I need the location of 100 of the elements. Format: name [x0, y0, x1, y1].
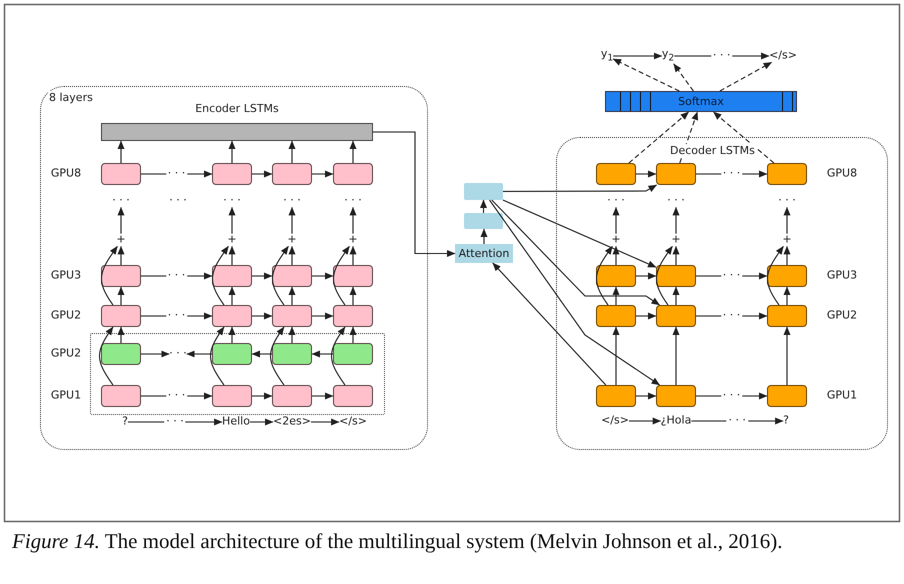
- lstm-cell: [596, 385, 636, 407]
- ellipsis: · · ·: [607, 194, 625, 208]
- arrow: [612, 326, 620, 385]
- arrow: [288, 140, 296, 163]
- arrow: [333, 246, 350, 306]
- arrow: [636, 312, 656, 320]
- input-token: ?: [783, 414, 789, 428]
- arrow: [118, 326, 124, 343]
- input-token: <2es>: [273, 416, 311, 428]
- arrow: [784, 206, 790, 234]
- lstm-cell: [656, 265, 696, 287]
- arrow: [252, 170, 272, 178]
- lstm-cell: [767, 265, 807, 287]
- arrow: [312, 272, 334, 280]
- arrow: [636, 272, 656, 280]
- arrow: [228, 246, 236, 265]
- arrow: [118, 206, 124, 234]
- arrow: [186, 350, 212, 358]
- row-label: GPU2: [50, 348, 82, 360]
- lstm-cell: [101, 343, 141, 365]
- dotted-group-frame: [556, 137, 888, 450]
- arrow: [612, 206, 620, 234]
- arrow: [350, 206, 356, 234]
- lstm-cell: [212, 343, 252, 365]
- row-label: GPU2: [826, 310, 858, 322]
- lstm-cell: [596, 305, 636, 327]
- arrow: [612, 58, 680, 92]
- arrow: [672, 246, 680, 265]
- arrow: [312, 170, 334, 178]
- arrow: [270, 326, 284, 386]
- arrow: [480, 200, 487, 213]
- plus-sign: +: [611, 234, 621, 246]
- arrow: [250, 418, 274, 426]
- lstm-cell: [212, 265, 252, 287]
- input-token: </s>: [339, 416, 367, 428]
- arrow: [141, 392, 212, 400]
- arrow: [672, 206, 680, 234]
- arrow: [252, 392, 272, 400]
- lstm-cell: [596, 265, 636, 287]
- arrow: [672, 326, 680, 385]
- arrow: [228, 326, 236, 343]
- arrow: [713, 112, 774, 164]
- input-token: ¿Hola: [660, 414, 692, 428]
- arrow: [228, 140, 236, 163]
- lstm-cell: [272, 385, 312, 407]
- arrow: [696, 392, 768, 400]
- lstm-cell: [767, 385, 807, 407]
- arrow: [288, 286, 296, 305]
- arrow: [210, 326, 224, 386]
- attention-layer-box: [464, 213, 503, 229]
- arrow: [492, 262, 606, 386]
- arrow: [636, 392, 656, 400]
- ellipsis: · · ·: [112, 194, 130, 208]
- lstm-cell: [767, 163, 807, 185]
- row-label: GPU1: [826, 390, 858, 402]
- softmax-bar: Softmax: [605, 91, 797, 112]
- plus-sign: +: [116, 234, 126, 246]
- arrow: [489, 200, 660, 386]
- arrow: [373, 131, 456, 257]
- plus-sign: +: [671, 234, 681, 246]
- lstm-cell: [101, 163, 141, 185]
- row-label: GPU3: [50, 270, 82, 282]
- lstm-cell: [656, 385, 696, 407]
- arrow: [350, 246, 356, 265]
- arrow: [118, 286, 124, 305]
- lstm-cell: [656, 163, 696, 185]
- arrow: [272, 246, 289, 306]
- arrow: [679, 112, 698, 164]
- arrow: [312, 392, 334, 400]
- arrow: [674, 52, 770, 60]
- arrow: [288, 206, 296, 234]
- row-label: GPU3: [826, 270, 858, 282]
- lstm-cell: [101, 305, 141, 327]
- output-token: </s>: [769, 50, 797, 62]
- attention-box: Attention: [455, 244, 513, 263]
- output-token: y$_{1}$: [600, 48, 614, 64]
- arrow: [228, 286, 236, 305]
- group-heading: 8 layers: [48, 91, 94, 104]
- ellipsis: · · ·: [223, 194, 241, 208]
- arrow: [696, 272, 768, 280]
- lstm-cell: [101, 265, 141, 287]
- lstm-cell: [333, 265, 373, 287]
- lstm-cell: [212, 385, 252, 407]
- lstm-cell: [333, 163, 373, 185]
- ellipsis: · · ·: [283, 194, 301, 208]
- lstm-cell: [212, 305, 252, 327]
- arrow: [480, 228, 488, 244]
- plus-sign: +: [782, 234, 792, 246]
- arrow: [141, 350, 170, 358]
- arrow: [672, 286, 680, 305]
- arrow: [228, 206, 236, 234]
- row-label: GPU8: [826, 168, 858, 180]
- arrow: [350, 140, 356, 163]
- figure-caption: Figure 14. The model architecture of the multilingual system (Melvin Johnson et al., 2016).: [12, 528, 784, 555]
- input-token: </s>: [601, 414, 629, 428]
- dotted-group-frame: [40, 86, 428, 450]
- arrow: [288, 326, 296, 343]
- dotted-layer-frame: [90, 333, 385, 415]
- arrow: [288, 246, 296, 265]
- arrow: [141, 272, 212, 280]
